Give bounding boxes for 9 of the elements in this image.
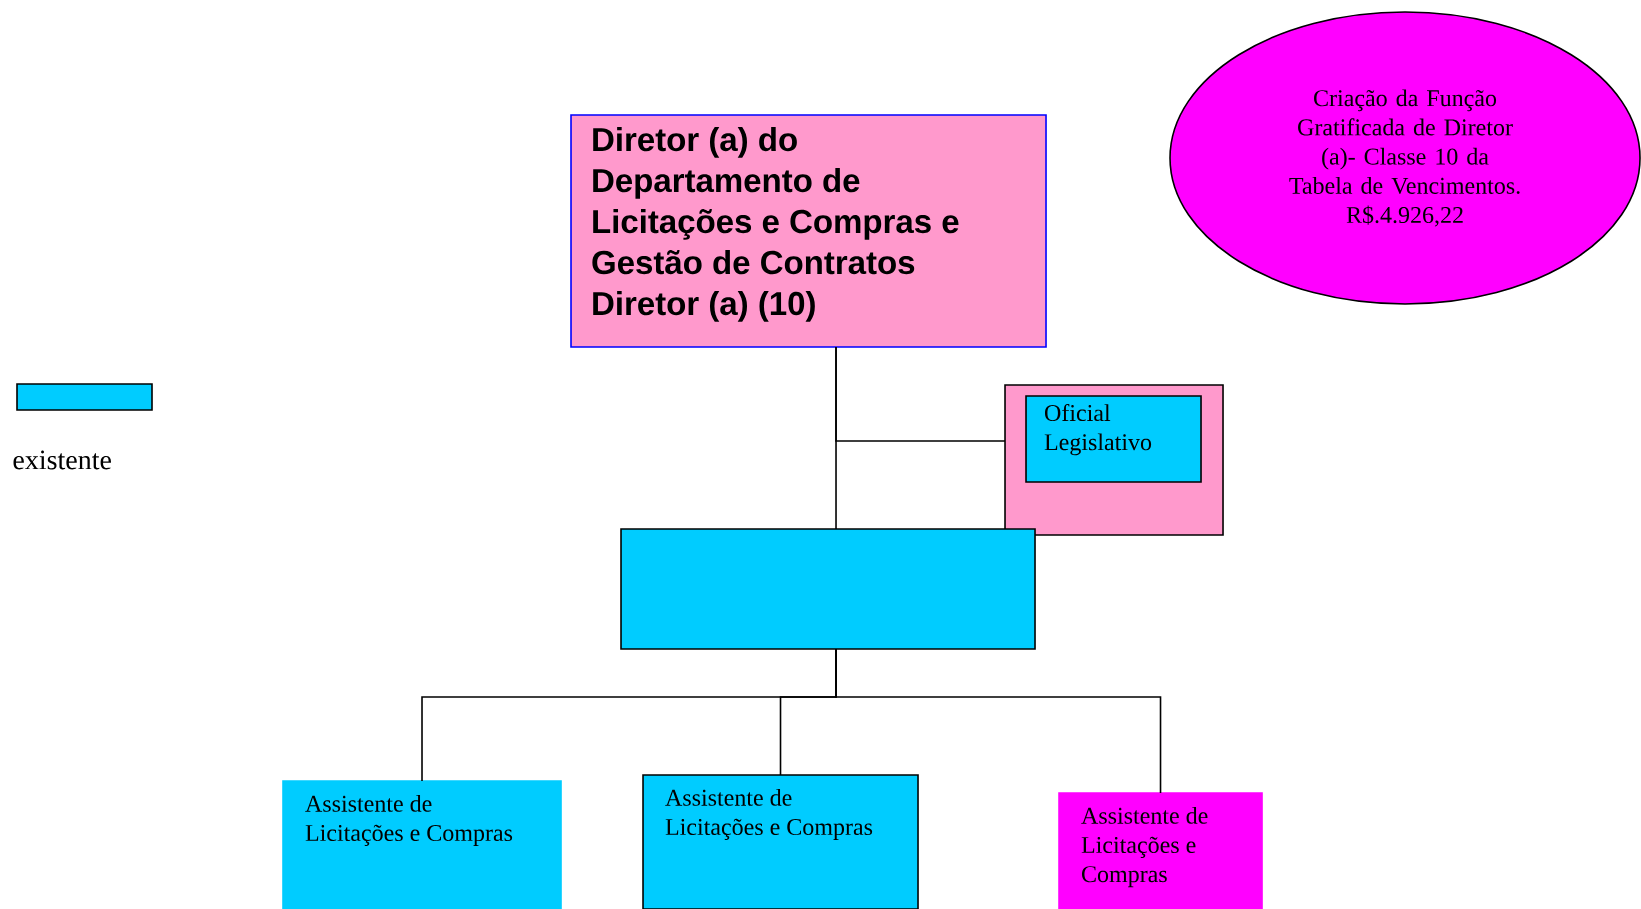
legend-label: existente (13, 450, 111, 470)
connector-line (835, 648, 1162, 794)
position-box: Assistente de Licitações e Compras (642, 774, 919, 909)
position-box: Assistente de Licitações e Compras (1058, 792, 1263, 909)
position-box: Oficial Legislativo (1025, 395, 1202, 483)
position-box: Assistente de Licitações e Compras (282, 780, 562, 909)
title-box: Diretor (a) do Departamento de Licitações e Compras e Gestão de Contratos Diretor (a) (10) (570, 114, 1047, 348)
unit-box (620, 528, 1036, 650)
connector-line (835, 346, 1006, 442)
